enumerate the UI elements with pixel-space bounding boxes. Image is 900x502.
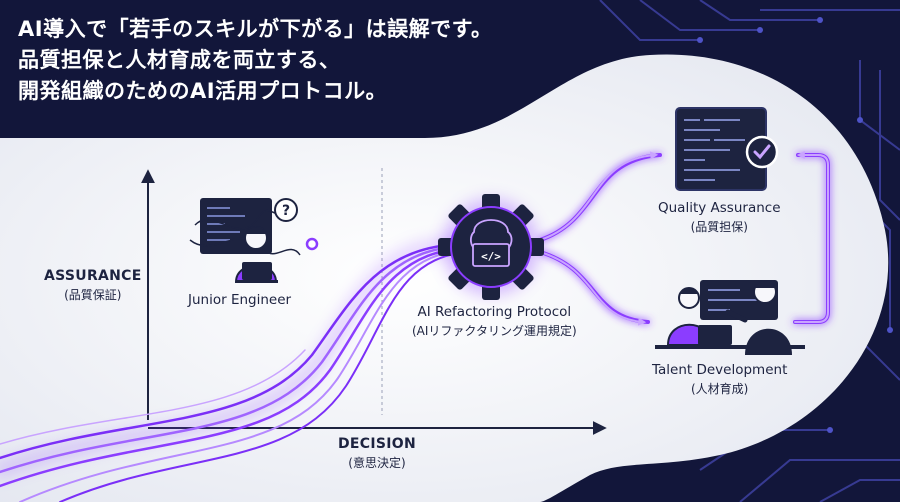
talent-development-label: Talent Development (人材育成) <box>652 362 787 397</box>
x-axis-label: DECISION (意思決定) <box>338 436 416 471</box>
y-axis-label: ASSURANCE (品質保証) <box>44 268 142 303</box>
quality-assurance-subtitle: (品質担保) <box>690 220 748 234</box>
refactoring-gear-icon: </> <box>438 194 544 300</box>
junior-engineer-illustration <box>189 198 301 283</box>
protocol-title: AI Refactoring Protocol <box>417 304 572 320</box>
junior-engineer-title: Junior Engineer <box>188 292 292 308</box>
svg-text:?: ? <box>282 203 290 219</box>
talent-mentoring-illustration <box>655 280 805 355</box>
protocol-label: AI Refactoring Protocol (AIリファクタリング運用規定) <box>412 304 577 339</box>
svg-text:</>: </> <box>481 250 501 263</box>
headline-line-1: AI導入で「若手のスキルが下がる」は誤解です。 <box>18 17 493 41</box>
junior-engineer-label: Junior Engineer <box>188 292 291 308</box>
talent-development-subtitle: (人材育成) <box>691 382 749 396</box>
x-axis-subtitle: (意思決定) <box>348 456 406 470</box>
y-axis-title: ASSURANCE <box>44 268 142 284</box>
talent-development-title: Talent Development <box>652 362 788 378</box>
protocol-subtitle: (AIリファクタリング運用規定) <box>412 324 577 338</box>
data-flow-lines <box>0 151 830 502</box>
quality-assurance-title: Quality Assurance <box>658 200 781 216</box>
quality-code-window-icon <box>675 107 779 191</box>
headline-line-3: 開発組織のためのAI活用プロトコル。 <box>18 79 388 103</box>
headline: AI導入で「若手のスキルが下がる」は誤解です。 品質担保と人材育成を両立する、 … <box>18 14 492 107</box>
question-bubble-icon: ? <box>274 198 298 222</box>
content-panel <box>0 54 889 502</box>
x-axis-title: DECISION <box>338 436 416 452</box>
headline-line-2: 品質担保と人材育成を両立する、 <box>18 48 341 72</box>
connector-dot <box>305 237 319 251</box>
quality-assurance-label: Quality Assurance (品質担保) <box>658 200 781 235</box>
y-axis-subtitle: (品質保証) <box>64 288 122 302</box>
